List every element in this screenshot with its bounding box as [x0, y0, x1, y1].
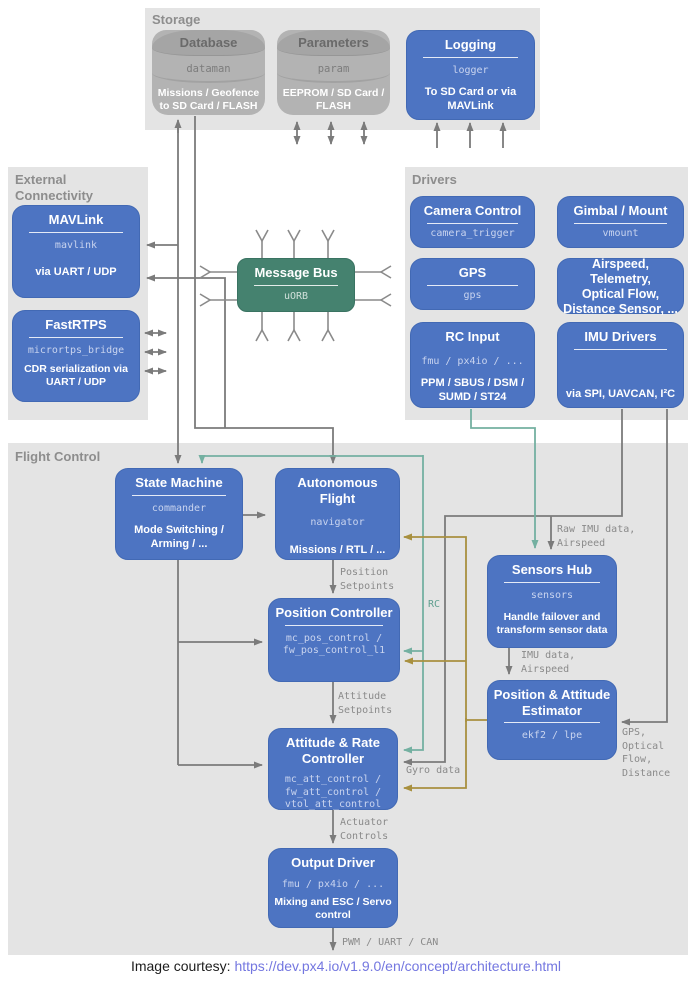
parameters-module: param	[277, 56, 390, 83]
state-machine-title: State Machine	[135, 475, 223, 490]
rc-label: RC	[428, 599, 441, 610]
storage-label: Storage	[152, 12, 201, 27]
camera-control-box: Camera Control camera_trigger	[410, 196, 535, 248]
raw-imu-data-label: Raw IMU data, Airspeed	[557, 524, 636, 549]
gimbal-mount-title: Gimbal / Mount	[573, 203, 668, 218]
estimator-title: Position & Attitude Estimator	[493, 687, 611, 718]
message-bus-title: Message Bus	[254, 265, 338, 280]
mavlink-title: MAVLink	[48, 212, 104, 227]
message-bus-box: Message Bus uORB	[237, 258, 355, 312]
sensors-hub-desc: Handle failover and transform sensor dat…	[496, 611, 608, 637]
autonomous-flight-box: Autonomous Flight navigator Missions / R…	[275, 468, 400, 560]
camera-control-module: camera_trigger	[430, 227, 515, 239]
parameters-caption: EEPROM / SD Card / FLASH	[282, 87, 385, 113]
database-store: Database dataman Missions / Geofence to …	[152, 30, 265, 115]
state-machine-desc: Mode Switching / Arming / ...	[134, 524, 224, 550]
imu-drivers-desc: via SPI, UAVCAN, I²C	[565, 387, 676, 400]
gimbal-mount-module: vmount	[602, 227, 639, 239]
estimator-box: Position & Attitude Estimator ekf2 / lpe	[487, 680, 617, 760]
autonomous-flight-desc: Missions / RTL / ...	[289, 543, 386, 556]
database-title: Database	[152, 30, 265, 56]
sensors-hub-box: Sensors Hub sensors Handle failover and …	[487, 555, 617, 648]
gyro-data-label: Gyro data	[406, 765, 461, 776]
imu-data-label: IMU data, Airspeed	[521, 650, 576, 675]
imu-drivers-title: IMU Drivers	[584, 329, 657, 344]
attitude-rate-controller-box: Attitude & Rate Controller mc_att_contro…	[268, 728, 398, 810]
flight-control-label: Flight Control	[15, 449, 101, 464]
logging-title: Logging	[444, 37, 497, 52]
footer-caption: Image courtesy: https://dev.px4.io/v1.9.…	[0, 958, 692, 974]
estimator-module: ekf2 / lpe	[521, 730, 583, 742]
misc-sensors-title: Airspeed, Telemetry, Optical Flow, Dista…	[563, 256, 678, 316]
mavlink-box: MAVLink mavlink via UART / UDP	[12, 205, 140, 298]
fastrtps-title: FastRTPS	[45, 317, 107, 332]
attitude-rate-controller-module: mc_att_control / fw_att_control / vtol_a…	[284, 774, 382, 811]
fastrtps-module: micrortps_bridge	[27, 344, 125, 356]
position-controller-title: Position Controller	[275, 605, 393, 620]
gps-module: gps	[463, 289, 482, 301]
gps-box: GPS gps	[410, 258, 535, 310]
attitude-rate-controller-title: Attitude & Rate Controller	[286, 735, 380, 766]
external-connectivity-label: External Connectivity	[15, 172, 94, 203]
output-driver-module: fmu / px4io / ...	[281, 878, 385, 890]
drivers-label: Drivers	[412, 172, 457, 187]
position-controller-box: Position Controller mc_pos_control / fw_…	[268, 598, 400, 682]
output-driver-title: Output Driver	[291, 855, 375, 870]
misc-sensors-box: Airspeed, Telemetry, Optical Flow, Dista…	[557, 256, 684, 316]
message-bus-module: uORB	[283, 290, 309, 302]
gps-optical-flow-label: GPS, Optical Flow, Distance	[622, 727, 671, 779]
sensors-hub-module: sensors	[530, 589, 574, 601]
rc-input-desc: PPM / SBUS / DSM / SUMD / ST24	[420, 377, 525, 403]
state-machine-box: State Machine commander Mode Switching /…	[115, 468, 243, 560]
sensors-hub-title: Sensors Hub	[511, 562, 593, 577]
position-setpoints-label: Position Setpoints	[340, 567, 395, 592]
output-driver-desc: Mixing and ESC / Servo control	[274, 896, 392, 922]
attitude-setpoints-label: Attitude Setpoints	[338, 691, 393, 716]
source-link[interactable]: https://dev.px4.io/v1.9.0/en/concept/arc…	[234, 958, 562, 974]
camera-control-title: Camera Control	[423, 203, 522, 218]
actuator-controls-label: Actuator Controls	[340, 817, 389, 842]
rc-input-module: fmu / px4io / ...	[421, 355, 524, 367]
gimbal-mount-box: Gimbal / Mount vmount	[557, 196, 684, 248]
logging-box: Logging logger To SD Card or via MAVLink	[406, 30, 535, 120]
rc-input-title: RC Input	[445, 329, 500, 344]
position-controller-module: mc_pos_control / fw_pos_control_l1	[282, 632, 386, 657]
state-machine-module: commander	[151, 502, 207, 514]
database-module: dataman	[152, 56, 265, 83]
mavlink-module: mavlink	[54, 239, 98, 251]
gps-title: GPS	[458, 265, 487, 280]
output-driver-box: Output Driver fmu / px4io / ... Mixing a…	[268, 848, 398, 928]
database-caption: Missions / Geofence to SD Card / FLASH	[157, 87, 260, 113]
rc-input-box: RC Input fmu / px4io / ... PPM / SBUS / …	[410, 322, 535, 408]
footer-prefix: Image courtesy:	[130, 958, 235, 974]
logging-module: logger	[452, 64, 489, 76]
mavlink-desc: via UART / UDP	[35, 266, 117, 279]
logging-desc: To SD Card or via MAVLink	[424, 86, 517, 112]
fastrtps-desc: CDR serialization via UART / UDP	[24, 363, 128, 389]
autonomous-flight-title: Autonomous Flight	[297, 475, 378, 506]
autonomous-flight-module: navigator	[310, 517, 365, 529]
parameters-store: Parameters param EEPROM / SD Card / FLAS…	[277, 30, 390, 115]
fastrtps-box: FastRTPS micrortps_bridge CDR serializat…	[12, 310, 140, 402]
parameters-title: Parameters	[277, 30, 390, 56]
pwm-uart-can-label: PWM / UART / CAN	[342, 937, 439, 948]
imu-drivers-box: IMU Drivers via SPI, UAVCAN, I²C	[557, 322, 684, 408]
